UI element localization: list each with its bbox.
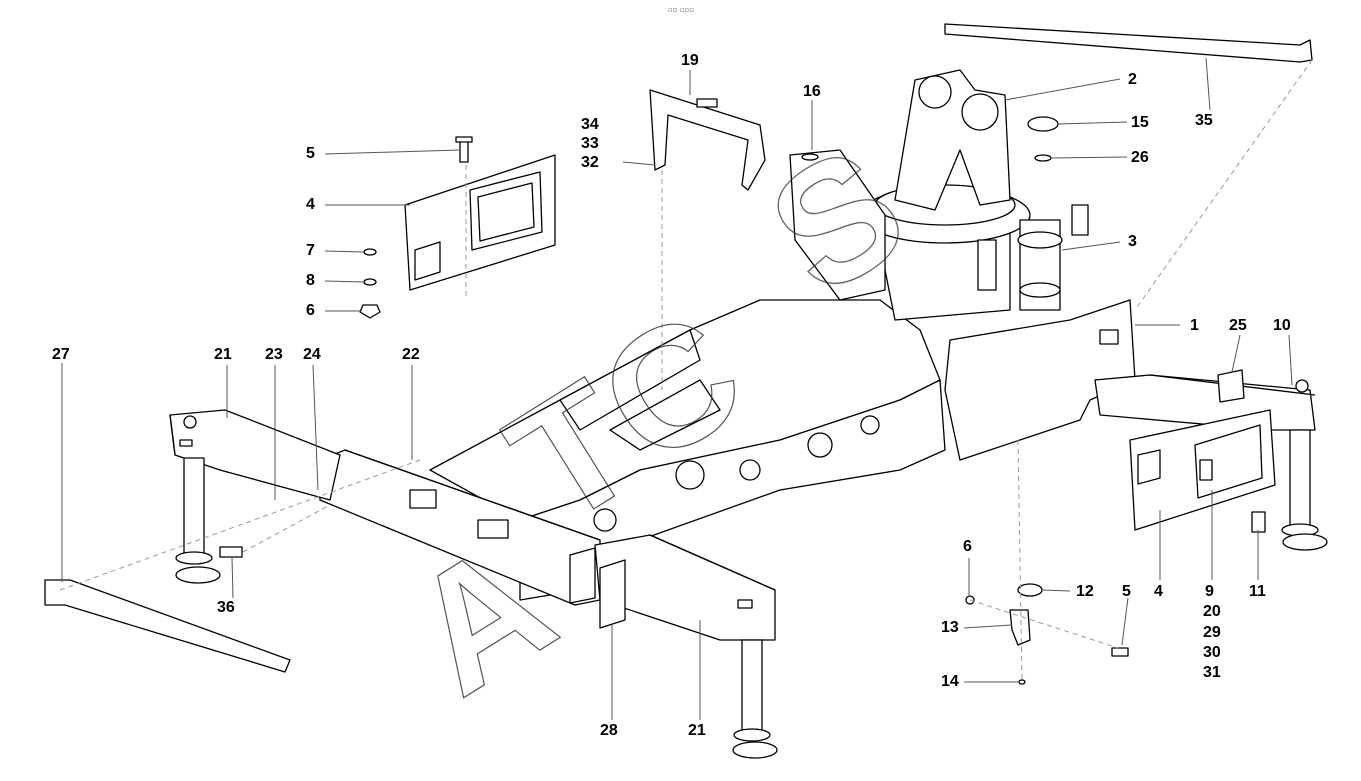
callout-6-right: 6 xyxy=(963,538,972,555)
tag-25 xyxy=(1217,369,1245,403)
callout-35: 35 xyxy=(1195,112,1213,129)
callout-34: 34 xyxy=(581,116,599,133)
callout-25: 25 xyxy=(1229,317,1247,334)
callout-22: 22 xyxy=(402,346,420,363)
callout-21-right: 21 xyxy=(688,722,706,739)
cover-19 xyxy=(649,89,766,191)
callout-9: 9 xyxy=(1205,583,1214,600)
rear-right-jack xyxy=(1289,429,1311,531)
callout-32: 32 xyxy=(581,154,599,171)
callout-29: 29 xyxy=(1203,624,1221,641)
callout-28: 28 xyxy=(600,722,618,739)
callout-1: 1 xyxy=(1190,317,1199,334)
callout-20: 20 xyxy=(1203,603,1221,620)
callout-6-left: 6 xyxy=(306,302,315,319)
bracket-13 xyxy=(1009,609,1031,646)
callout-8: 8 xyxy=(306,272,315,289)
right-front-jack xyxy=(741,639,763,736)
callout-26: 26 xyxy=(1131,149,1149,166)
callout-2: 2 xyxy=(1128,71,1137,88)
callout-14: 14 xyxy=(941,673,959,690)
callout-3: 3 xyxy=(1128,233,1137,250)
callout-4-right: 4 xyxy=(1154,583,1163,600)
callout-15: 15 xyxy=(1131,114,1149,131)
callout-11: 11 xyxy=(1249,583,1266,600)
callout-7: 7 xyxy=(306,242,315,259)
callout-30: 30 xyxy=(1203,644,1221,661)
rear-cross-member xyxy=(944,299,1136,461)
callout-5-right: 5 xyxy=(1122,583,1131,600)
assembly-lines xyxy=(59,59,1313,681)
plug-12 xyxy=(1017,583,1043,597)
callout-24: 24 xyxy=(303,346,321,363)
callout-12: 12 xyxy=(1076,583,1094,600)
left-front-jack xyxy=(183,457,205,559)
pin-36 xyxy=(219,546,243,558)
callout-27: 27 xyxy=(52,346,70,363)
rear-outrigger-beam xyxy=(1094,374,1316,431)
rail-35 xyxy=(944,23,1313,63)
cap-15 xyxy=(1027,116,1059,132)
callout-10: 10 xyxy=(1273,317,1291,334)
header-mark: ▫▫ ▫▫▫ xyxy=(668,6,694,14)
callout-33: 33 xyxy=(581,135,599,152)
clip-11 xyxy=(1251,511,1266,533)
rail-27 xyxy=(44,579,291,673)
callout-19: 19 xyxy=(681,52,699,69)
bracket-16 xyxy=(789,149,886,301)
callout-36: 36 xyxy=(217,599,235,616)
callout-21-left: 21 xyxy=(214,346,232,363)
callout-5-left: 5 xyxy=(306,145,315,162)
callout-4-left: 4 xyxy=(306,196,315,213)
callout-31: 31 xyxy=(1203,664,1221,681)
leader-lines xyxy=(61,57,1293,720)
callout-23: 23 xyxy=(265,346,283,363)
callout-16: 16 xyxy=(803,83,821,100)
plate-28 xyxy=(599,559,626,629)
callout-13: 13 xyxy=(941,619,959,636)
